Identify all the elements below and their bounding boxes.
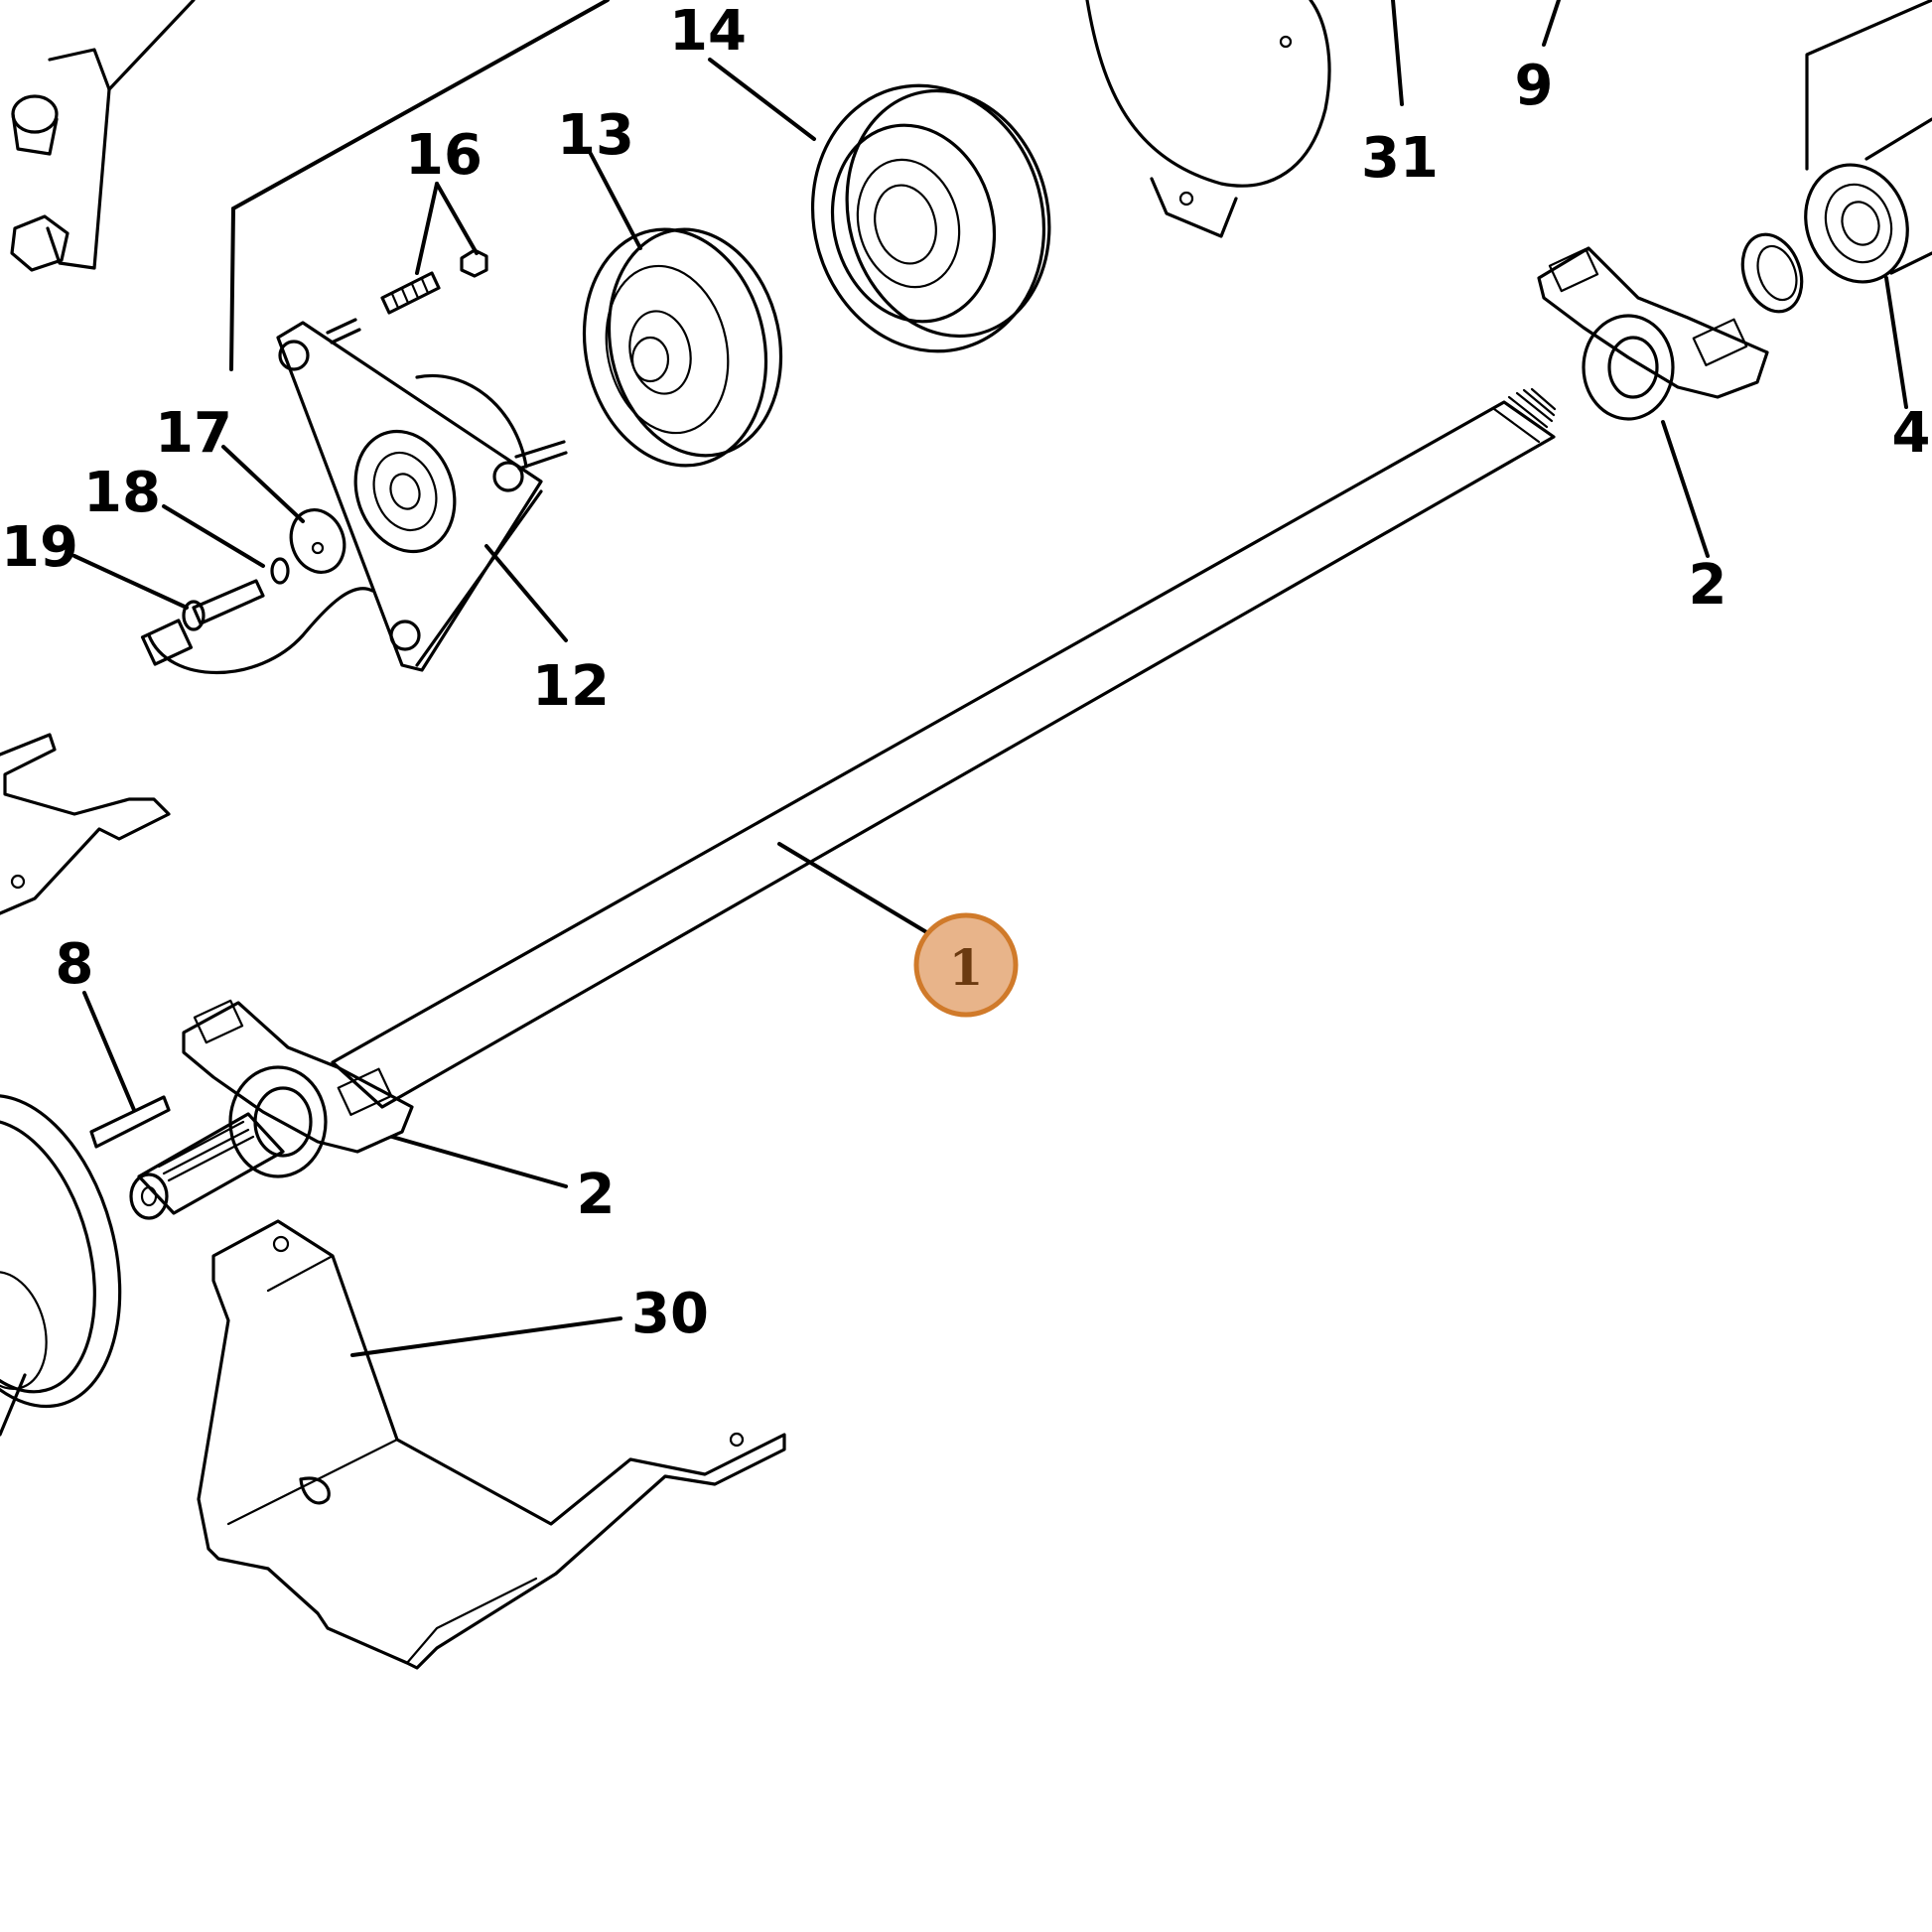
callout-12[interactable]: 12	[532, 654, 610, 719]
callout-8[interactable]: 8	[56, 932, 94, 997]
callout-31[interactable]: 31	[1361, 126, 1439, 191]
callout-4[interactable]: 4	[1892, 401, 1931, 466]
pulley-part-14	[810, 83, 1051, 353]
callout-13[interactable]: 13	[557, 103, 634, 168]
lockwasher-part-18	[270, 557, 290, 585]
belt-guard-part-31	[1085, 0, 1331, 238]
bolt-part-19	[182, 579, 265, 631]
leader-lines	[72, 0, 1908, 1357]
callout-1-highlight[interactable]: 1	[913, 912, 1019, 1018]
shaft-part-1	[129, 387, 1557, 1220]
highlight-circle	[913, 912, 1019, 1018]
callout-19[interactable]: 19	[1, 515, 78, 580]
callout-14[interactable]: 14	[669, 0, 747, 64]
pillow-block-bearing-left	[182, 999, 414, 1178]
idler-pulley-part-13	[582, 227, 783, 468]
callout-2-left[interactable]: 2	[577, 1163, 616, 1227]
callout-16[interactable]: 16	[405, 123, 483, 188]
callout-18[interactable]: 18	[83, 461, 161, 525]
pulley-lower-left	[0, 1093, 122, 1437]
bracket-left-mid	[0, 733, 171, 915]
callout-2-right[interactable]: 2	[1689, 553, 1727, 618]
bracket-left-top	[10, 0, 196, 272]
mounting-plate-part-12	[276, 318, 568, 672]
bearing-part-4	[1804, 117, 1932, 284]
callout-30[interactable]: 30	[631, 1282, 709, 1346]
setscrew-part-16	[380, 248, 488, 315]
callout-9[interactable]: 9	[1515, 54, 1554, 118]
pillow-block-bearing-right	[1537, 246, 1769, 421]
callout-17[interactable]: 17	[155, 401, 232, 466]
wire-connector	[140, 587, 374, 674]
key-part-8	[89, 1095, 171, 1149]
bracket-part-30	[197, 1219, 786, 1670]
collar-ring	[1740, 232, 1804, 314]
washer-part-17	[289, 508, 346, 574]
callout-1: 1	[949, 938, 984, 997]
bracket-top-right	[1805, 0, 1932, 171]
